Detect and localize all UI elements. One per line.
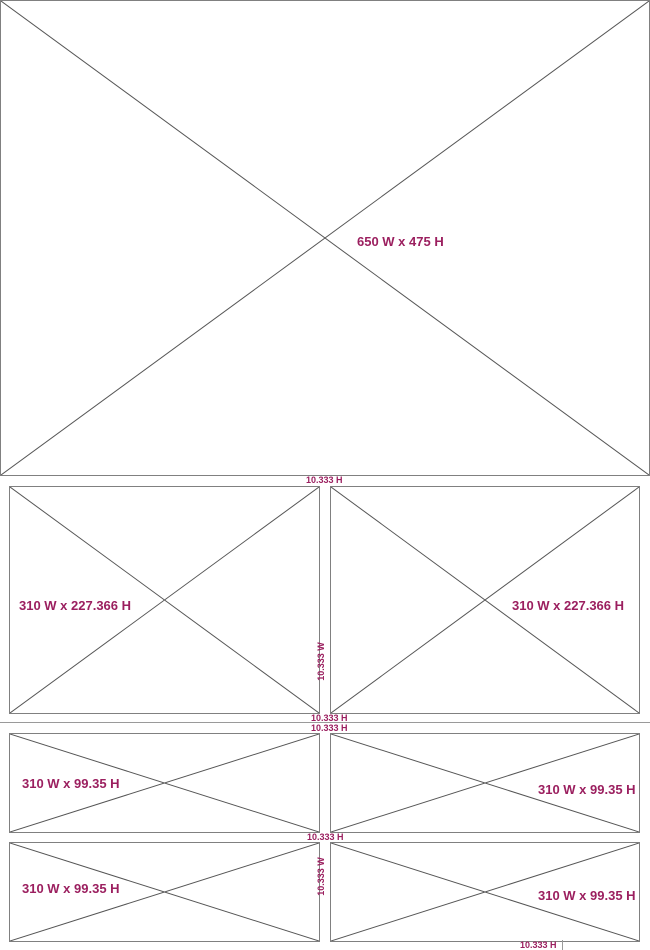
mid-right-image-placeholder: 310 W x 227.366 H [330,486,640,714]
placeholder-cross-icon [10,843,319,941]
placeholder-cross-icon [1,1,649,475]
gap-label-mid-vertical: 10.333 W [315,642,326,681]
placeholder-cross-icon [331,734,639,832]
row1-right-image-placeholder: 310 W x 99.35 H [330,733,640,833]
placeholder-cross-icon [331,843,639,941]
row1-left-image-placeholder: 310 W x 99.35 H [9,733,320,833]
row2-right-dimension-label: 310 W x 99.35 H [538,888,636,903]
row2-right-image-placeholder: 310 W x 99.35 H [330,842,640,942]
hero-dimension-label: 650 W x 475 H [357,234,444,249]
row1-right-dimension-label: 310 W x 99.35 H [538,782,636,797]
mid-right-dimension-label: 310 W x 227.366 H [512,598,625,613]
gap-label-bottom: 10.333 H [520,940,557,950]
section-divider [0,722,650,723]
placeholder-cross-icon [10,487,319,713]
row2-left-image-placeholder: 310 W x 99.35 H [9,842,320,942]
mid-left-image-placeholder: 310 W x 227.366 H [9,486,320,714]
mid-left-dimension-label: 310 W x 227.366 H [19,598,132,613]
gap-label-row: 10.333 H [307,832,344,842]
row2-left-dimension-label: 310 W x 99.35 H [22,881,120,896]
bottom-tick [562,940,563,950]
hero-image-placeholder: 650 W x 475 H [0,0,650,476]
placeholder-cross-icon [331,487,639,713]
gap-label-lower-vertical: 10.333 W [315,857,326,896]
placeholder-cross-icon [10,734,319,832]
gap-label-top: 10.333 H [306,475,343,485]
row1-left-dimension-label: 310 W x 99.35 H [22,776,120,791]
gap-label-lower-top: 10.333 H [311,723,348,733]
gap-label-mid-bottom: 10.333 H [311,713,348,723]
